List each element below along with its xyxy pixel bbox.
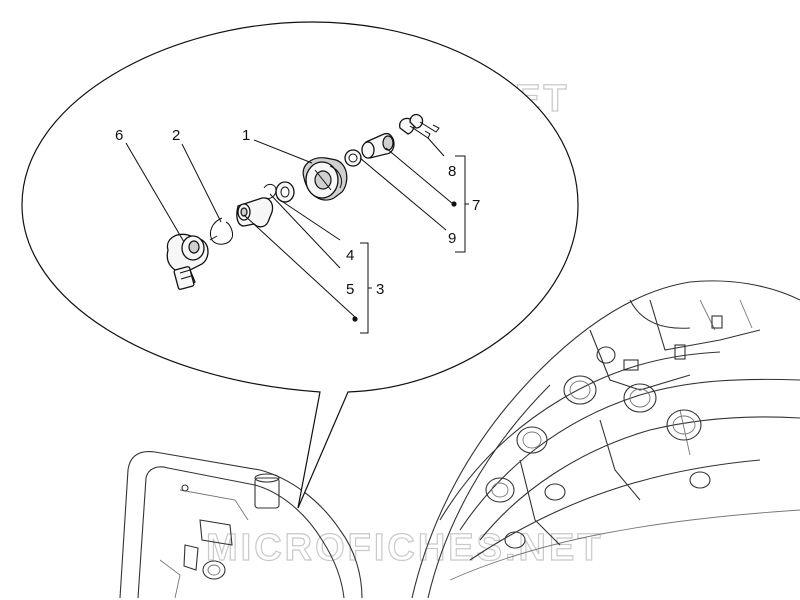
- label-part-8: 8: [448, 163, 456, 180]
- label-part-4: 4: [346, 247, 354, 264]
- part-1-lock-housing: [302, 157, 348, 201]
- part-4-washer: [275, 181, 295, 203]
- keys-icon: [399, 113, 440, 139]
- label-part-3: 3: [376, 281, 384, 298]
- label-part-7: 7: [472, 197, 480, 214]
- part-2-clip: [209, 217, 233, 245]
- label-part-5: 5: [346, 281, 354, 298]
- label-part-1: 1: [242, 127, 250, 144]
- group-bracket-3: [360, 242, 372, 334]
- group-bracket-7: [455, 155, 469, 253]
- group-dot-7: [451, 201, 457, 207]
- group-dot-3: [352, 316, 358, 322]
- label-part-9: 9: [448, 230, 456, 247]
- scooter-body-drawing: [411, 280, 800, 599]
- part-8-lock-cylinder: [361, 132, 395, 159]
- leader-lines: [125, 137, 454, 319]
- callout-bubble: [21, 21, 579, 509]
- label-part-6: 6: [115, 127, 123, 144]
- part-6-lock-body: [166, 233, 209, 290]
- lock-area-detail-drawing: [119, 451, 363, 599]
- label-part-2: 2: [172, 127, 180, 144]
- part-5-cam: [236, 197, 274, 228]
- part-9-o-ring: [344, 149, 362, 167]
- watermark-bottom: MICROFICHES.NET: [206, 527, 604, 569]
